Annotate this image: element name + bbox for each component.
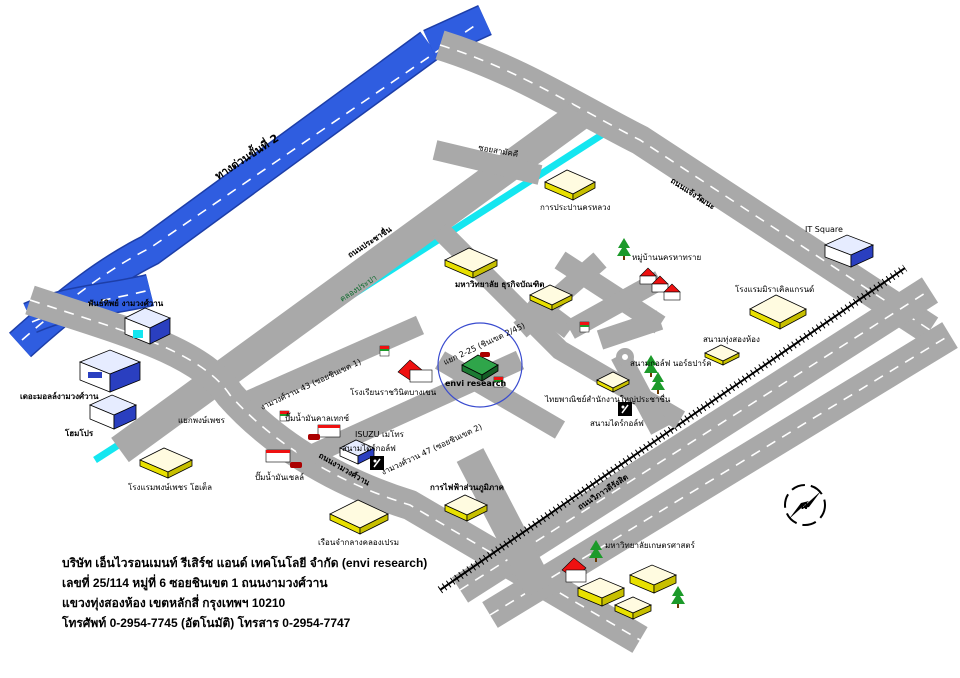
label-shell: ปั๊มน้ำมันเชลล์ bbox=[255, 471, 304, 482]
tree-icon bbox=[651, 372, 665, 394]
building-thungsonghong bbox=[704, 344, 740, 366]
label-caltex: ปั๊มน้ำมันคาลเทกซ์ bbox=[285, 412, 350, 423]
expressway bbox=[8, 4, 492, 358]
label-kasetsart: มหาวิทยาลัยเกษตรศาสตร์ bbox=[605, 540, 696, 550]
building-phanthip bbox=[124, 307, 171, 345]
trees bbox=[589, 238, 685, 608]
label-prison: เรือนจำกลางคลองเปรม bbox=[318, 538, 399, 547]
label-pongphet-hotel: โรงแรมพงษ์เพชร โฮเต็ล bbox=[128, 482, 212, 492]
building-homepro bbox=[88, 394, 138, 430]
building-kasetsart-2 bbox=[628, 564, 678, 594]
label-it-square: IT Square bbox=[805, 225, 843, 234]
address-street: เลขที่ 25/114 หมู่ที่ 6 ซอยชินเขต 1 ถนนง… bbox=[62, 576, 328, 590]
label-miracle: โรงแรมมิราเคิลแกรนด์ bbox=[735, 284, 814, 294]
label-themall: เดอะมอลล์งามวงศ์วาน bbox=[20, 391, 99, 401]
building-miracle bbox=[749, 294, 807, 330]
label-phanthip: พันธ์ทิพย์ งามวงศ์วาน bbox=[88, 298, 164, 308]
label-isuzu: ISUZU เมโทร bbox=[355, 429, 405, 439]
shop-caltex bbox=[317, 424, 341, 438]
address-district: แขวงทุ่งสองห้อง เขตหลักสี่ กรุงเทพฯ 1021… bbox=[62, 596, 286, 610]
building-prison bbox=[329, 499, 389, 535]
car-icon bbox=[480, 352, 490, 357]
tree-icon bbox=[671, 586, 685, 608]
car-icon bbox=[308, 434, 320, 440]
building-themall bbox=[78, 349, 142, 393]
label-scb: ไทยพาณิชย์สำนักงานใหญ่ประชาชื่น bbox=[544, 393, 671, 404]
label-driving2: สนามไดร์กอล์ฟ bbox=[342, 443, 396, 453]
store-icon bbox=[379, 345, 390, 357]
mall-buildings bbox=[78, 234, 875, 465]
envi-highlight-circle bbox=[437, 322, 523, 408]
railway bbox=[437, 264, 908, 594]
golf-icon bbox=[370, 456, 384, 470]
compass-rose: N bbox=[784, 484, 826, 526]
building-kasetsart-1 bbox=[576, 577, 626, 607]
label-homepro: โฮมโปร bbox=[64, 428, 94, 438]
tree-icon bbox=[617, 238, 631, 260]
building-prapa bbox=[544, 169, 596, 201]
cars bbox=[290, 352, 490, 468]
shop-shell bbox=[265, 449, 291, 463]
address-company: บริษัท เอ็นไวรอนเมนท์ รีเสิร์ช แอนด์ เทค… bbox=[62, 556, 428, 570]
building-pongphet bbox=[139, 447, 193, 479]
car-icon bbox=[290, 462, 302, 468]
house-rajanivet bbox=[397, 359, 433, 383]
seven-eleven-markers bbox=[279, 321, 590, 422]
label-golf: สนามกอล์ฟ นอร์ธปาร์ค bbox=[630, 358, 712, 368]
building-dhurakij-2 bbox=[529, 284, 573, 311]
label-village: หมู่บ้านนครหาทราย bbox=[632, 253, 701, 263]
building-scb bbox=[596, 371, 630, 393]
house-village-1 bbox=[639, 267, 657, 285]
label-kae-nak: แยกพงษ์เพชร bbox=[178, 415, 226, 425]
golf-icon bbox=[618, 402, 632, 416]
house-village-3 bbox=[663, 283, 681, 301]
tree-icon bbox=[644, 355, 658, 377]
building-kasetsart-3 bbox=[614, 596, 652, 620]
label-envi: envi research bbox=[445, 379, 507, 388]
label-rajanivet: โรงเรียนราชวินิตบางเขน bbox=[350, 387, 437, 397]
compass-north-label: N bbox=[801, 502, 808, 511]
tree-icon bbox=[589, 540, 603, 562]
building-power bbox=[444, 494, 488, 522]
buildings bbox=[139, 169, 807, 620]
house-kasetsart bbox=[561, 557, 587, 583]
address-phone: โทรศัพท์ 0-2954-7745 (อัตโนมัติ) โทรสาร … bbox=[62, 616, 351, 630]
building-isuzu bbox=[339, 439, 375, 465]
label-dhurakij: มหาวิทยาลัย ธุรกิจบัณฑิต bbox=[455, 280, 544, 290]
address-block: บริษัท เอ็นไวรอนเมนท์ รีเสิร์ช แอนด์ เทค… bbox=[62, 553, 542, 633]
label-power: การไฟฟ้าส่วนภูมิภาค bbox=[430, 482, 504, 493]
store-icon bbox=[493, 376, 504, 388]
building-dhurakij bbox=[444, 247, 498, 279]
label-prapa-office: การประปานครหลวง bbox=[540, 203, 611, 212]
label-driving: สนามไดร์กอล์ฟ bbox=[590, 418, 644, 428]
label-thungsonghong: สนามทุ่งสองห้อง bbox=[703, 335, 760, 344]
houses bbox=[265, 267, 681, 583]
store-icon bbox=[279, 410, 290, 422]
building-envi bbox=[461, 354, 499, 382]
building-itsquare bbox=[823, 234, 875, 268]
store-icon bbox=[579, 321, 590, 333]
golf-markers bbox=[370, 402, 632, 470]
